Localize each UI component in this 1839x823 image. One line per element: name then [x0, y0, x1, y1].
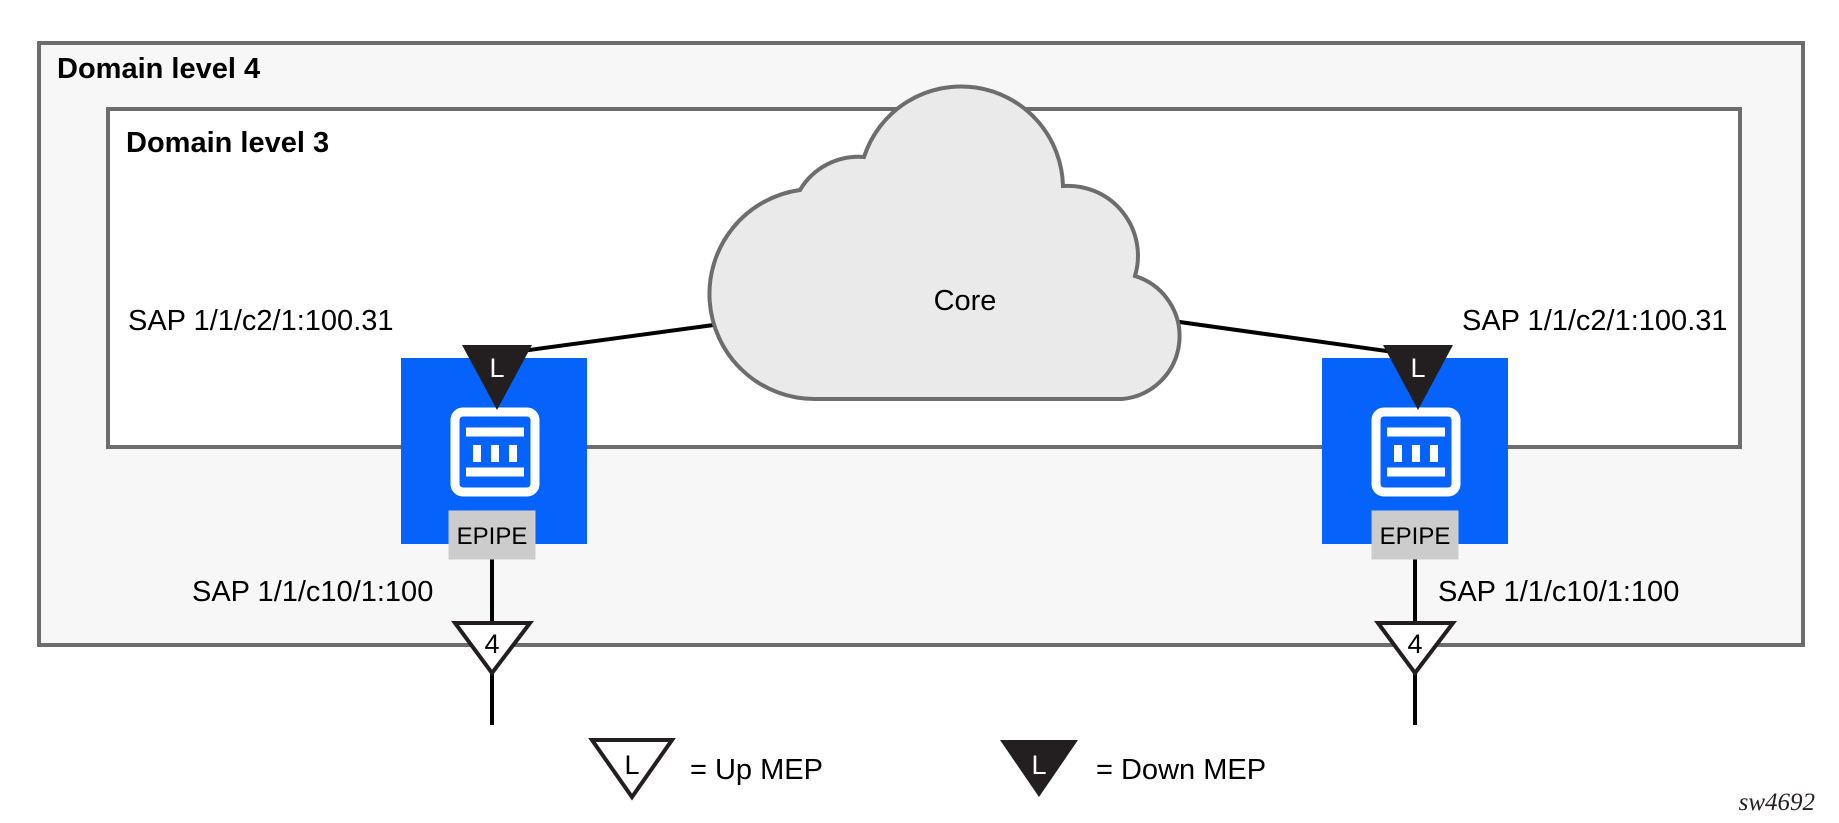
- watermark: sw4692: [1739, 789, 1815, 816]
- right-device-group: SAP 1/1/c2/1:100.31 L E: [1322, 305, 1728, 725]
- right-down-mep-level: L: [1410, 353, 1425, 383]
- up-mep-triangle: [451, 621, 535, 677]
- left-sap-top-label: SAP 1/1/c2/1:100.31: [128, 305, 394, 337]
- legend: L = Up MEP L = Down MEP: [588, 738, 1266, 801]
- left-epipe-badge: EPIPE: [448, 510, 536, 560]
- right-down-mep: L: [1383, 345, 1453, 410]
- left-down-mep-level: L: [489, 353, 504, 383]
- down-mep-triangle-icon: [1000, 740, 1078, 797]
- right-up-mep: 4: [1374, 621, 1458, 677]
- domain-level-4-title: Domain level 4: [57, 53, 260, 85]
- left-device-group: SAP 1/1/c2/1:100.31 L E: [128, 305, 587, 725]
- down-mep-triangle: [1383, 345, 1453, 410]
- right-sap-top-label: SAP 1/1/c2/1:100.31: [1462, 305, 1728, 337]
- up-mep-triangle: [1374, 621, 1458, 677]
- right-sap-bottom-label: SAP 1/1/c10/1:100: [1438, 576, 1679, 608]
- core-cloud: Core: [707, 84, 1182, 402]
- legend-up-mep-letter: L: [624, 750, 639, 780]
- left-up-mep: 4: [451, 621, 535, 677]
- legend-down-mep-letter: L: [1031, 750, 1046, 780]
- right-epipe-badge: EPIPE: [1371, 510, 1459, 560]
- left-epipe-label: EPIPE: [457, 523, 528, 550]
- left-down-mep: L: [462, 345, 532, 410]
- router-icon: [450, 407, 540, 497]
- link-right-device-to-core: [1143, 315, 1416, 357]
- right-up-mep-level: 4: [1407, 629, 1422, 659]
- down-mep-triangle: [462, 345, 532, 410]
- legend-up-mep-text: = Up MEP: [690, 754, 823, 786]
- legend-down-mep-text: = Down MEP: [1096, 754, 1266, 786]
- cloud-label: Core: [934, 285, 997, 317]
- left-sap-bottom-label: SAP 1/1/c10/1:100: [192, 576, 433, 608]
- left-up-mep-level: 4: [484, 629, 499, 659]
- cloud-shape: [707, 84, 1182, 402]
- right-epipe-label: EPIPE: [1380, 523, 1451, 550]
- legend-item-down-mep: L = Down MEP: [1000, 740, 1266, 797]
- legend-item-up-mep: L = Up MEP: [588, 738, 823, 801]
- router-icon: [1371, 407, 1461, 497]
- up-mep-triangle-icon: [588, 738, 676, 801]
- domain-level-3-title: Domain level 3: [126, 127, 329, 159]
